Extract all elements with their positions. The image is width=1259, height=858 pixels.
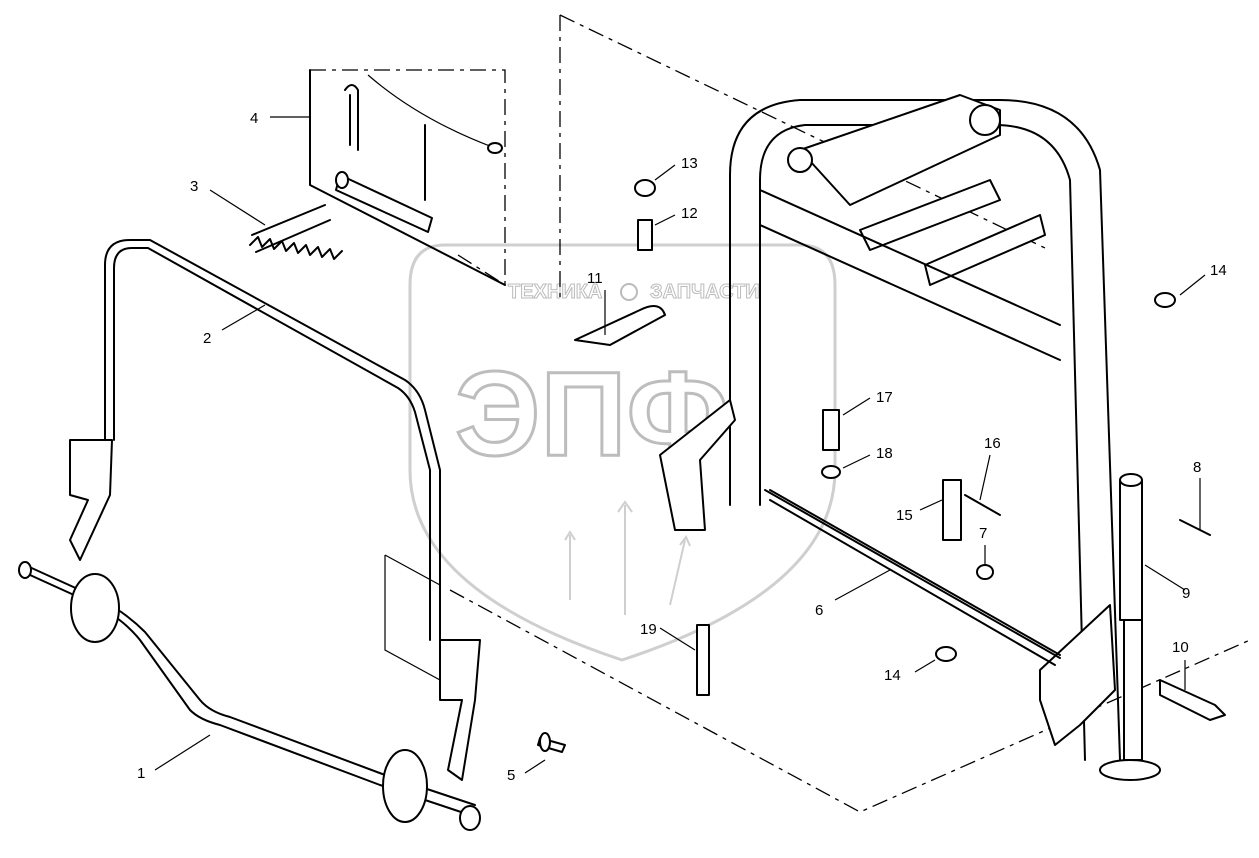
part-1-axle <box>18 561 481 831</box>
callout-18: 18 <box>876 445 893 462</box>
part-5-bolt <box>537 732 566 753</box>
callout-15: 15 <box>896 507 913 524</box>
main-frame <box>659 94 1121 761</box>
part-14-washer-top <box>1154 292 1176 308</box>
watermark-right-text: ЗАПЧАСТИ <box>650 281 760 303</box>
part-10-handle <box>1159 679 1226 721</box>
part-15-pin <box>942 479 962 541</box>
part-16-pin <box>964 494 1001 516</box>
watermark-left-text: ТЕХНИКА <box>508 281 602 303</box>
callout-12: 12 <box>681 205 698 222</box>
part-18-washer <box>821 465 841 479</box>
watermark-shield <box>408 243 837 662</box>
part-7-nut <box>976 564 994 580</box>
callout-19: 19 <box>640 621 657 638</box>
watermark-wheat-icon <box>564 500 691 615</box>
gear-icon <box>620 283 638 301</box>
part-6-rod <box>764 489 1061 659</box>
callout-14-top: 14 <box>1210 262 1227 279</box>
callout-9: 9 <box>1182 585 1190 602</box>
callout-13: 13 <box>681 155 698 172</box>
part-3-spring <box>249 204 343 260</box>
part-2-stand-rod <box>69 239 481 781</box>
leader-lines <box>154 116 1206 774</box>
callout-5: 5 <box>507 767 515 784</box>
callout-17: 17 <box>876 389 893 406</box>
callout-7: 7 <box>979 525 987 542</box>
callout-16: 16 <box>984 435 1001 452</box>
callout-2: 2 <box>203 330 211 347</box>
callout-8: 8 <box>1193 459 1201 476</box>
callout-14-bottom: 14 <box>884 667 901 684</box>
callout-6: 6 <box>815 602 823 619</box>
part-8-pin <box>1179 519 1211 536</box>
callout-11: 11 <box>587 270 603 287</box>
watermark: ТЕХНИКА ЗАПЧАСТИ ЭПФ <box>408 243 837 662</box>
part-13-nut <box>634 179 656 197</box>
callout-4: 4 <box>250 110 258 127</box>
part-14-washer-bottom <box>935 646 957 662</box>
callout-labels: 1 2 3 4 5 6 7 8 9 10 11 12 13 14 14 15 1… <box>137 110 1227 784</box>
callout-1: 1 <box>137 765 145 782</box>
callout-10: 10 <box>1172 639 1189 656</box>
callout-3: 3 <box>190 178 198 195</box>
part-12-spring <box>637 219 653 251</box>
part-17-bushing <box>822 409 840 451</box>
part-11-clip <box>574 305 666 346</box>
part-19-bolt <box>696 624 710 696</box>
part-4-pin-set <box>309 69 506 286</box>
part-9-jack-tube <box>1099 473 1161 781</box>
